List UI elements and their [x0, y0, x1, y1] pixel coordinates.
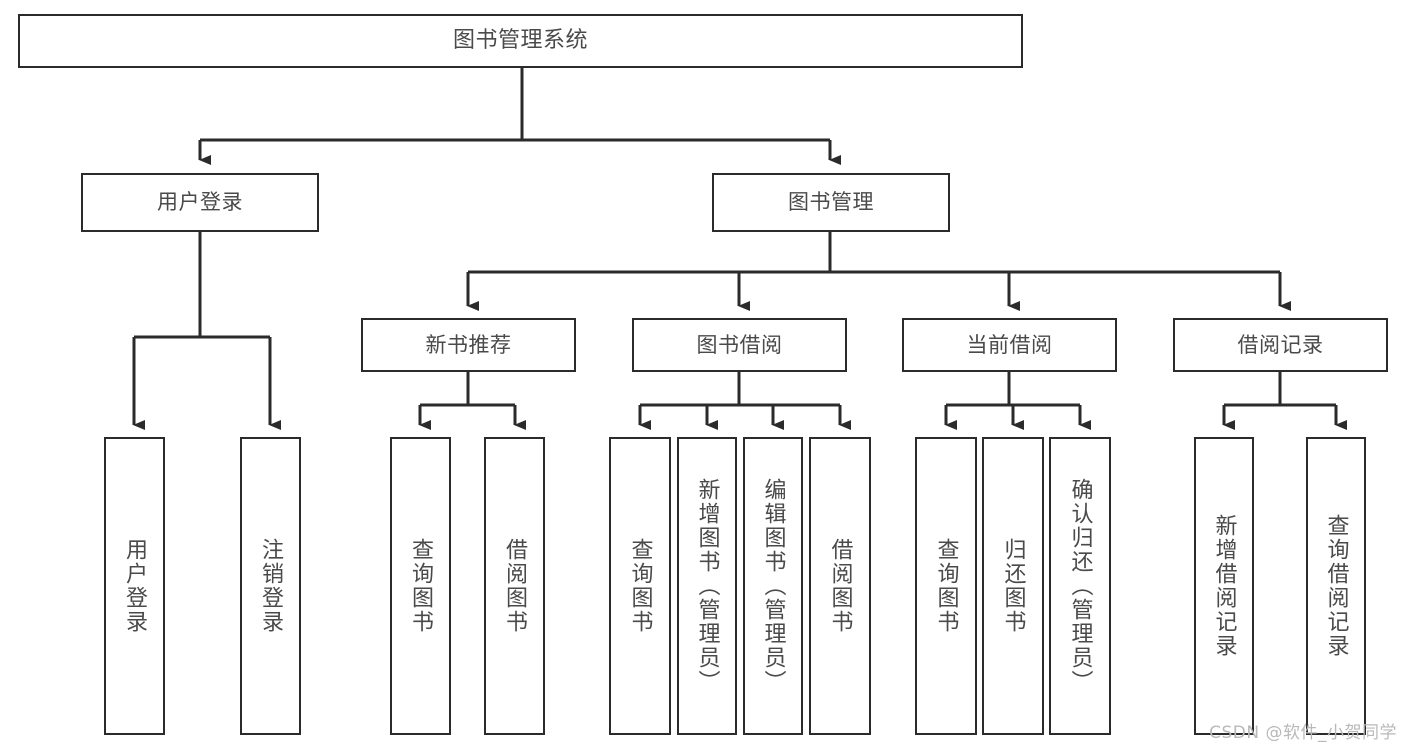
node-label: 当前借阅	[966, 332, 1053, 357]
node-label: 用户登录	[157, 190, 243, 215]
node-book-borrow[interactable]: 图书借阅	[632, 318, 847, 372]
node-label: 图书管理	[788, 190, 874, 215]
node-borrow-record[interactable]: 借阅记录	[1173, 318, 1388, 372]
leaf-new-book-borrow-book[interactable]: 借阅图书	[484, 437, 545, 735]
leaf-new-book-query-book[interactable]: 查询图书	[390, 437, 451, 735]
node-label: 图书管理系统	[452, 27, 588, 53]
node-label: 查询图书	[933, 538, 959, 634]
node-label: 归还图书	[1000, 538, 1026, 634]
node-label: 注销登录	[258, 538, 284, 634]
leaf-current-borrow-query-book[interactable]: 查询图书	[915, 437, 977, 735]
leaf-book-borrow-borrow-book[interactable]: 借阅图书	[809, 437, 871, 735]
leaf-book-borrow-add-book-admin[interactable]: 新增图书（管理员）	[677, 437, 737, 735]
leaf-user-login-login[interactable]: 用户登录	[104, 437, 165, 735]
node-label: 新增借阅记录	[1211, 514, 1237, 658]
node-label: 借阅图书	[827, 538, 853, 634]
leaf-book-borrow-query-book[interactable]: 查询图书	[609, 437, 671, 735]
node-label: 查询图书	[627, 538, 653, 634]
node-label: 图书借阅	[696, 332, 783, 357]
node-new-book-recommend[interactable]: 新书推荐	[361, 318, 576, 372]
node-book-management[interactable]: 图书管理	[712, 173, 950, 232]
node-current-borrow[interactable]: 当前借阅	[902, 318, 1117, 372]
leaf-user-login-logout[interactable]: 注销登录	[240, 437, 301, 735]
leaf-current-borrow-return-book[interactable]: 归还图书	[982, 437, 1044, 735]
node-label: 查询图书	[408, 538, 434, 634]
leaf-borrow-record-query-record[interactable]: 查询借阅记录	[1306, 437, 1366, 735]
leaf-current-borrow-confirm-return-admin[interactable]: 确认归还（管理员）	[1049, 437, 1111, 735]
node-user-login[interactable]: 用户登录	[81, 173, 319, 232]
node-label: 新书推荐	[425, 332, 512, 357]
node-label: 编辑图书（管理员）	[760, 478, 786, 694]
node-label: 新增图书（管理员）	[694, 478, 720, 694]
node-label: 借阅图书	[502, 538, 528, 634]
watermark: CSDN @软件_小贺同学	[1209, 723, 1397, 743]
node-root-book-management-system[interactable]: 图书管理系统	[18, 14, 1023, 68]
leaf-book-borrow-edit-book-admin[interactable]: 编辑图书（管理员）	[743, 437, 803, 735]
leaf-borrow-record-add-record[interactable]: 新增借阅记录	[1194, 437, 1254, 735]
node-label: 查询借阅记录	[1323, 514, 1349, 658]
node-label: 用户登录	[122, 538, 148, 634]
node-label: 确认归还（管理员）	[1067, 478, 1093, 694]
node-label: 借阅记录	[1237, 332, 1324, 357]
